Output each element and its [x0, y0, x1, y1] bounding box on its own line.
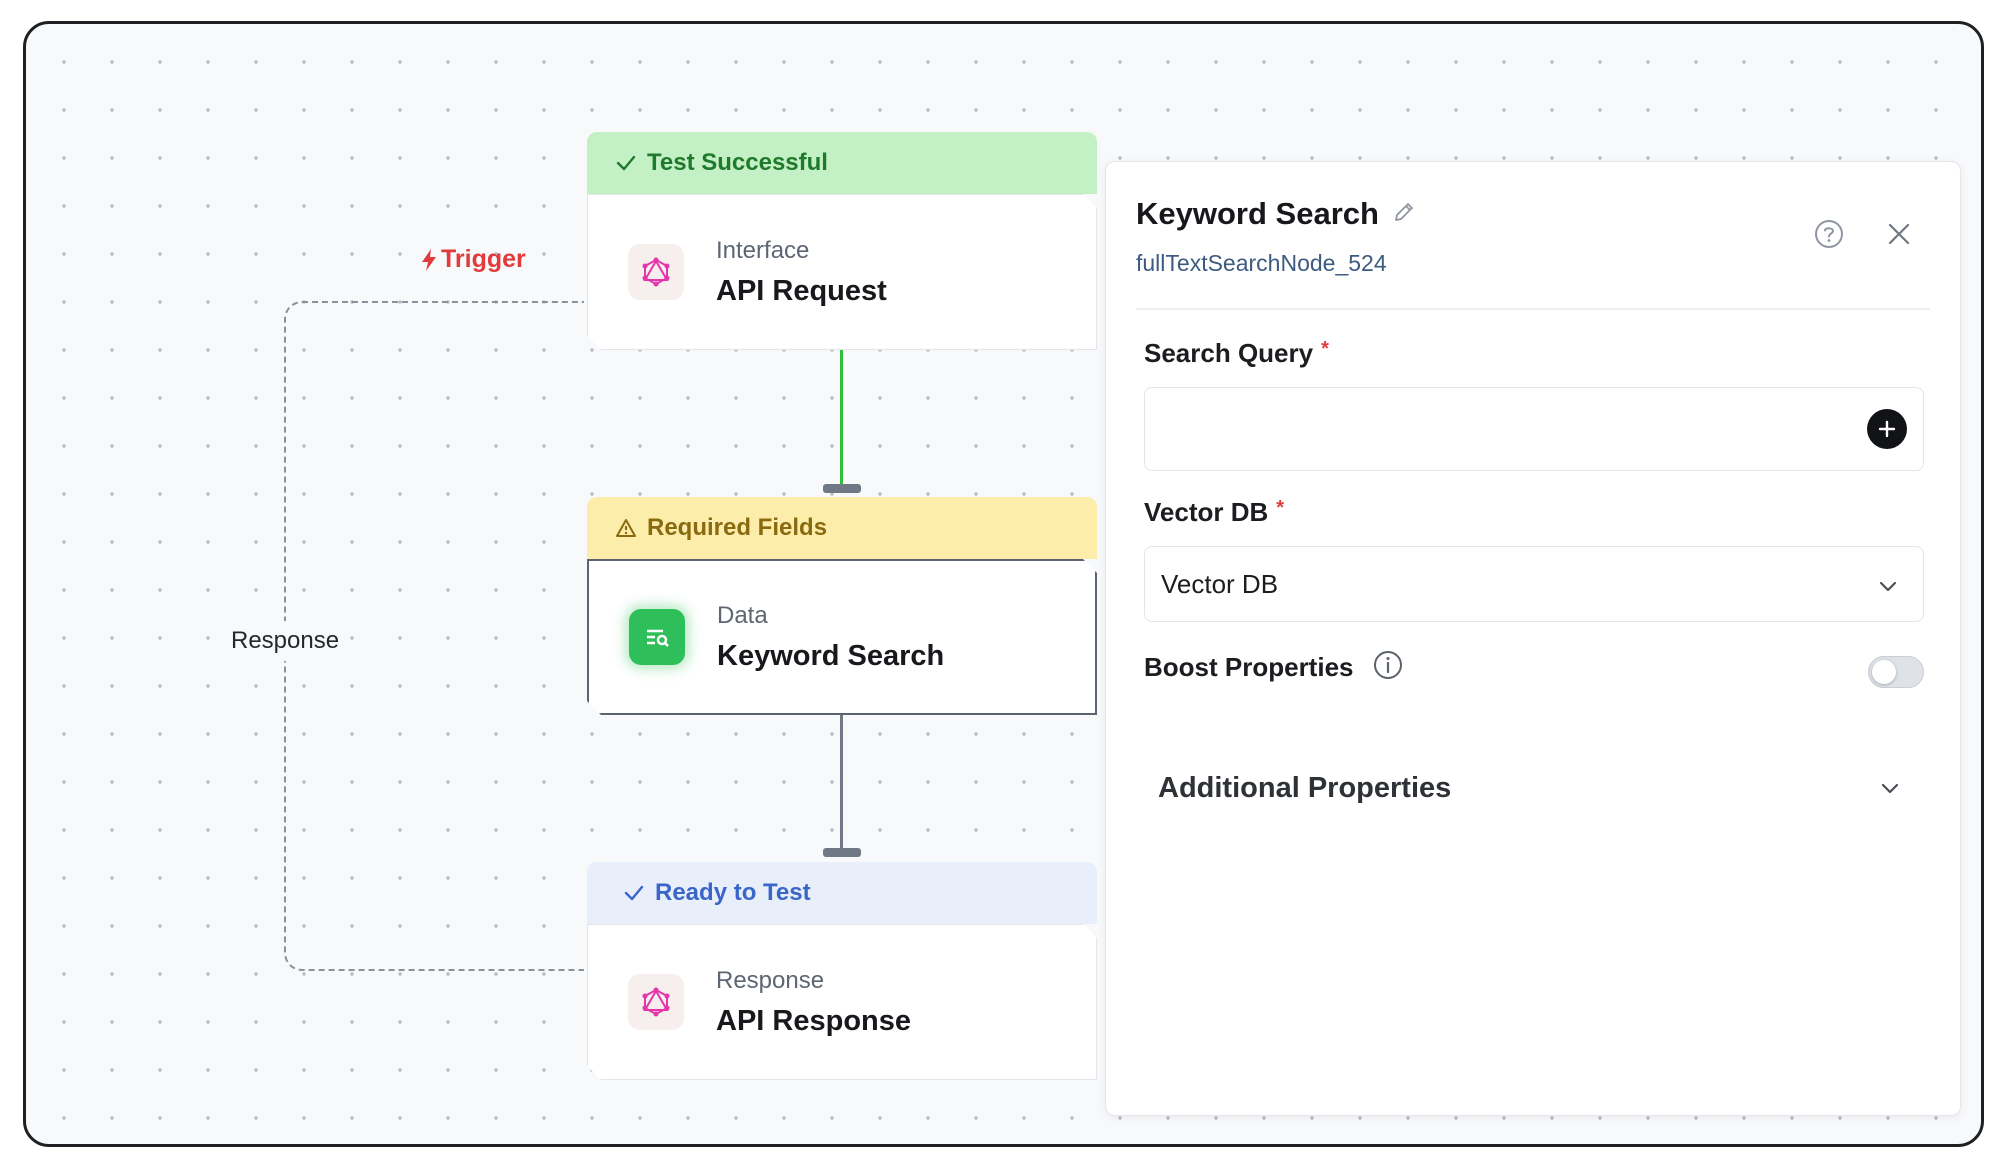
node-type: Data — [717, 601, 768, 629]
node-card[interactable]: Data Keyword Search — [587, 559, 1097, 715]
toggle-knob — [1872, 660, 1896, 684]
node-title: API Response — [716, 1004, 911, 1037]
vector-db-label: Vector DB* — [1144, 497, 1285, 527]
vector-db-selected-value: Vector DB — [1161, 568, 1279, 599]
node-api-request[interactable]: Test Successful Interface API Request — [587, 132, 1097, 350]
additional-properties-header[interactable]: Additional Properties — [1158, 772, 1452, 804]
node-card[interactable]: Response API Response — [587, 924, 1097, 1080]
close-icon[interactable] — [1883, 218, 1915, 250]
trigger-label: Trigger — [419, 245, 526, 274]
status-badge: Ready to Test — [587, 862, 1097, 924]
search-query-input[interactable] — [1144, 387, 1924, 471]
panel-divider — [1136, 308, 1930, 310]
status-badge: Required Fields — [587, 497, 1097, 559]
help-icon[interactable] — [1813, 218, 1845, 250]
boost-properties-toggle[interactable] — [1868, 656, 1924, 688]
lightning-icon — [422, 248, 436, 271]
workflow-canvas[interactable]: Response Trigger Test Successful Interfa… — [23, 21, 1984, 1147]
node-input-handle[interactable] — [823, 484, 861, 493]
plus-icon — [1878, 420, 1896, 438]
node-input-handle[interactable] — [823, 848, 861, 857]
edge-search-to-response — [840, 700, 843, 850]
info-icon[interactable] — [1372, 649, 1404, 686]
search-query-label: Search Query* — [1144, 338, 1329, 368]
chevron-down-icon[interactable] — [1877, 775, 1903, 801]
add-variable-button[interactable] — [1867, 409, 1907, 449]
node-title: API Request — [716, 274, 887, 307]
vector-db-select[interactable]: Vector DB — [1144, 546, 1924, 622]
panel-title: Keyword Search — [1136, 196, 1379, 231]
chevron-down-icon — [1879, 581, 1897, 592]
response-loop-label: Response — [229, 621, 342, 661]
status-text: Test Successful — [647, 149, 828, 176]
panel-header: Keyword Search — [1136, 196, 1417, 232]
edge-request-to-search — [840, 338, 843, 486]
node-type: Interface — [716, 236, 810, 264]
required-asterisk: * — [1276, 497, 1285, 519]
boost-properties-row: Boost Properties — [1144, 649, 1404, 686]
node-type: Response — [716, 966, 825, 994]
required-asterisk: * — [1321, 338, 1329, 360]
node-api-response[interactable]: Ready to Test Response API Response — [587, 862, 1097, 1080]
check-icon — [624, 885, 644, 901]
warning-icon — [616, 519, 636, 537]
node-config-panel: Keyword Search fullTextSearchNode_524 Se… — [1105, 161, 1961, 1116]
node-card[interactable]: Interface API Request — [587, 194, 1097, 350]
text-search-icon — [629, 609, 685, 665]
edit-pencil-icon[interactable] — [1391, 199, 1417, 230]
status-text: Ready to Test — [655, 879, 811, 906]
status-badge: Test Successful — [587, 132, 1097, 194]
check-icon — [616, 155, 636, 171]
node-keyword-search[interactable]: Required Fields Data Keyword Search — [587, 497, 1097, 715]
node-title: Keyword Search — [717, 639, 945, 672]
node-id: fullTextSearchNode_524 — [1136, 250, 1387, 276]
status-text: Required Fields — [647, 514, 828, 541]
trigger-text: Trigger — [441, 245, 526, 273]
graphql-icon — [628, 244, 684, 300]
graphql-icon — [628, 974, 684, 1030]
boost-properties-label: Boost Properties — [1144, 652, 1354, 682]
